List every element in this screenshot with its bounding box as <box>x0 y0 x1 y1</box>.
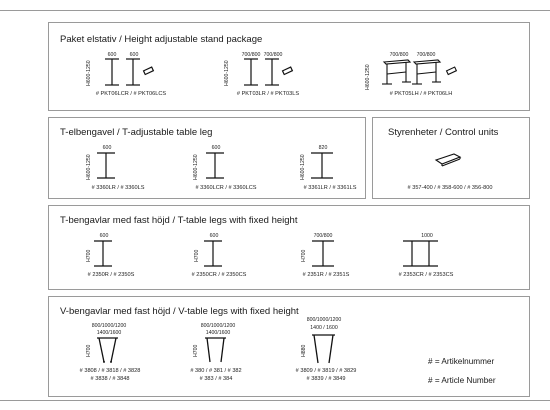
article-code: # 3360LCR / # 3360LCS <box>195 185 257 191</box>
height-label: H700 <box>301 249 307 262</box>
stand-figure-3 <box>382 59 458 85</box>
width-label: 600 <box>129 52 139 58</box>
height-label: H600-1250 <box>300 154 306 180</box>
width-label: 600 <box>102 145 112 151</box>
width-label: 1400/1600 <box>205 330 231 336</box>
width-label: 600 <box>99 233 109 239</box>
article-code: # PKT06LCR / # PKT06LCS <box>95 91 167 97</box>
v-leg-figure-3 <box>312 334 335 364</box>
control-units-section <box>372 117 530 199</box>
width-label: 700/800 <box>241 52 261 58</box>
width-label: 700/800 <box>263 52 283 58</box>
v-fixed-title: V-bengavlar med fast höjd / V-table legs… <box>60 306 299 317</box>
t-leg-figure-1 <box>97 152 115 179</box>
article-code: # PKT05LH / # PKT06LH <box>389 91 453 97</box>
t-fixed-section <box>48 205 530 290</box>
height-label: H600-1250 <box>224 60 230 86</box>
t-adjustable-section <box>48 117 366 199</box>
article-code: # 380 / # 381 / # 382 <box>190 368 242 374</box>
width-label: 600 <box>107 52 117 58</box>
t-fixed-figure-2 <box>204 240 222 267</box>
width-label: 1400/1600 <box>96 330 122 336</box>
width-label: 1400 / 1600 <box>310 325 338 331</box>
t-fixed-figure-4 <box>403 240 438 267</box>
stand-package-section <box>48 22 530 111</box>
width-label: 800/1000/1200 <box>200 323 236 329</box>
height-label: H600-1250 <box>193 154 199 180</box>
article-code: # 2351R / # 2351S <box>302 272 350 278</box>
article-code: # 3838 / # 3848 <box>90 376 130 382</box>
width-label: 600 <box>209 233 219 239</box>
height-label: H700 <box>193 344 199 357</box>
t-leg-figure-3 <box>311 152 333 179</box>
v-leg-figure-1 <box>97 337 118 363</box>
height-label: H880 <box>301 344 307 357</box>
legend-article-number-sv: # = Artikelnummer <box>428 357 495 366</box>
article-code: # 2350CR / # 2350CS <box>191 272 247 278</box>
v-fixed-section <box>48 296 530 397</box>
stand-package-title: Paket elstativ / Height adjustable stand… <box>60 34 263 45</box>
article-code: # 3839 / # 3849 <box>306 376 346 382</box>
stand-figure-2 <box>244 58 294 86</box>
width-label: 700/800 <box>389 52 409 58</box>
v-leg-figure-2 <box>205 337 226 363</box>
height-label: H600-1250 <box>365 64 371 90</box>
article-code: # 3809 / # 3819 / # 3829 <box>295 368 357 374</box>
width-label: 700/800 <box>416 52 436 58</box>
width-label: 800/1000/1200 <box>91 323 127 329</box>
t-fixed-figure-1 <box>94 240 112 267</box>
width-label: 700/800 <box>313 233 333 239</box>
t-leg-figure-2 <box>206 152 224 179</box>
width-label: 800/1000/1200 <box>306 317 342 323</box>
height-label: H600-1250 <box>86 60 92 86</box>
height-label: H700 <box>86 344 92 357</box>
article-code: # 3361LR / # 3361LS <box>303 185 357 191</box>
article-code: # 3360LR / # 3360LS <box>91 185 145 191</box>
width-label: 1000 <box>421 233 433 239</box>
article-code: # 2350R / # 2350S <box>87 272 135 278</box>
stand-figure-1 <box>105 58 155 86</box>
page-bottom-rule <box>0 400 550 401</box>
t-adjustable-title: T-elbengavel / T-adjustable table leg <box>60 127 213 138</box>
height-label: H600-1250 <box>86 154 92 180</box>
height-label: H700 <box>194 249 200 262</box>
width-label: 820 <box>318 145 328 151</box>
page-top-rule <box>0 10 550 11</box>
width-label: 600 <box>211 145 221 151</box>
article-code: # 3808 / # 3818 / # 3828 <box>79 368 141 374</box>
t-fixed-figure-3 <box>312 240 334 267</box>
control-unit-figure <box>434 153 462 167</box>
legend-article-number-en: # = Article Number <box>428 376 496 385</box>
article-code: # 2353CR / # 2353CS <box>398 272 454 278</box>
article-code: # 357-400 / # 358-600 / # 356-800 <box>407 185 493 191</box>
t-fixed-title: T-bengavlar med fast höjd / T-table legs… <box>60 215 298 226</box>
article-code: # PKT03LR / # PKT03LS <box>236 91 300 97</box>
control-units-title: Styrenheter / Control units <box>388 127 499 138</box>
article-code: # 383 / # 384 <box>199 376 233 382</box>
